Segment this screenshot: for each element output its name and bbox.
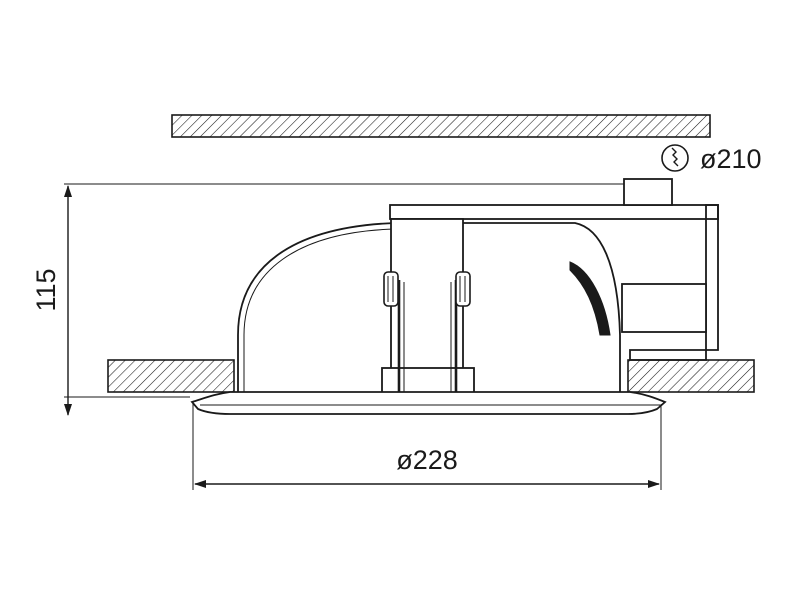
terminal-block — [623, 178, 673, 206]
circular-saw-cutout-icon — [661, 144, 689, 172]
socket-base — [381, 367, 475, 395]
ceiling-slab — [171, 114, 711, 138]
socket-holder — [390, 218, 464, 370]
reflector-dome — [237, 222, 621, 392]
ceiling-panel-right — [627, 359, 755, 393]
bracket-inner-slot — [621, 283, 707, 333]
outer-diameter-label: ø228 — [396, 445, 458, 475]
mounting-bracket-side — [629, 204, 719, 361]
height-label: 115 — [31, 268, 61, 311]
clip-coil-right — [455, 271, 471, 307]
cutout-diameter-label: ø210 — [700, 144, 762, 174]
trim-ring — [190, 391, 667, 415]
clip-coil-left — [383, 271, 399, 307]
ceiling-panel-left — [107, 359, 235, 393]
mounting-bracket-plate — [389, 204, 719, 220]
reflector-shadow — [569, 261, 611, 336]
reflector-dome-inner — [243, 228, 396, 392]
